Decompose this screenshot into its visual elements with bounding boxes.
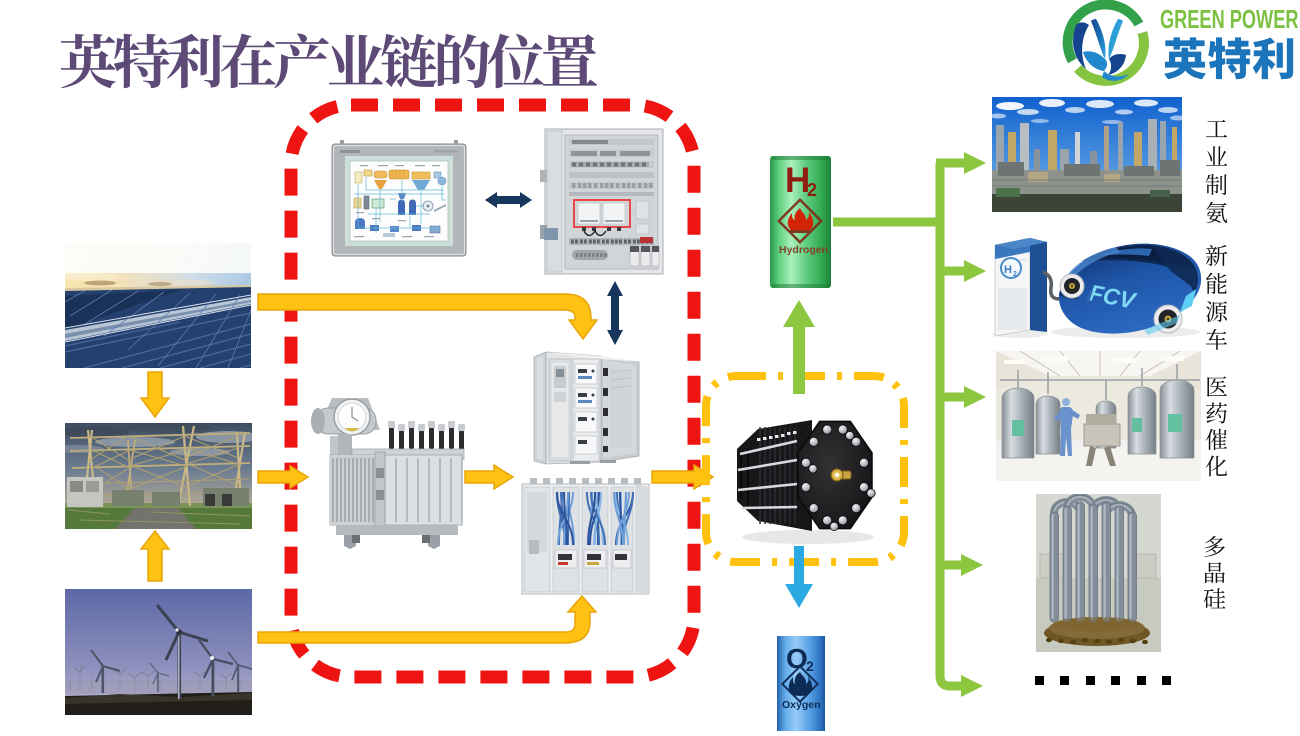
svg-text:2: 2 [806, 658, 814, 674]
svg-text:GREEN POWER: GREEN POWER [1160, 5, 1299, 34]
svg-text:H: H [1004, 264, 1012, 276]
svg-text:2: 2 [1013, 271, 1017, 278]
svg-text:O: O [786, 643, 808, 674]
svg-text:2: 2 [807, 180, 817, 200]
svg-text:H: H [785, 161, 810, 200]
svg-text:Oxygen: Oxygen [782, 699, 821, 711]
svg-text:Hydrogen: Hydrogen [779, 244, 828, 256]
